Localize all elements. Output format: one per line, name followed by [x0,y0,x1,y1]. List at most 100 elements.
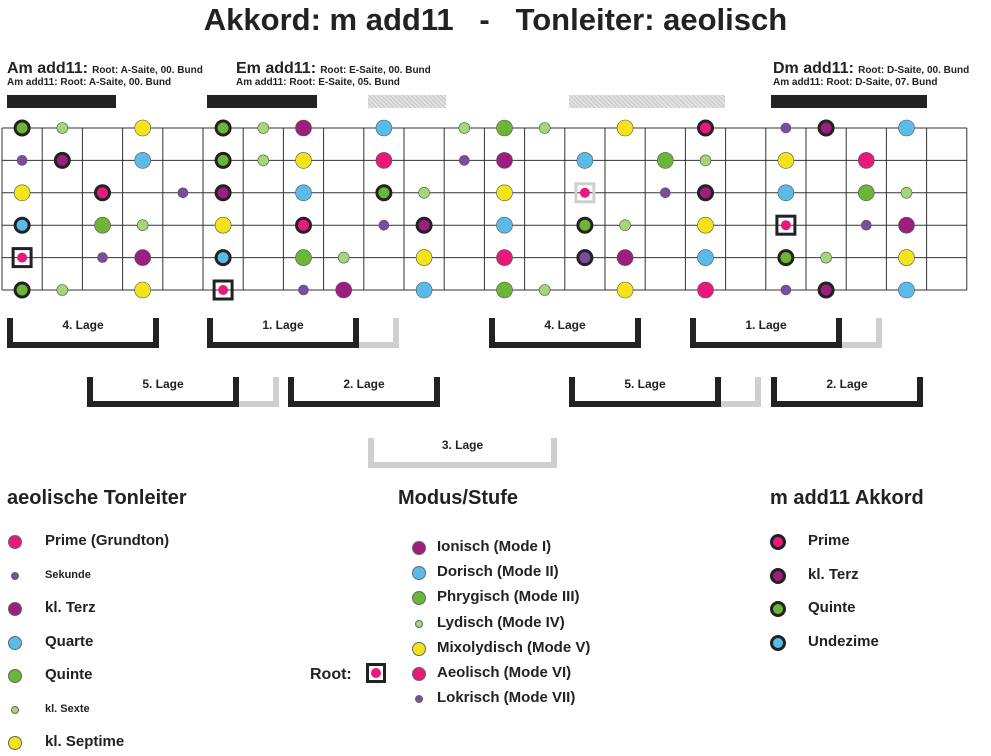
note-dot [898,119,915,137]
note-dot [177,187,189,199]
note-dot [375,152,393,169]
chord-range-bar [207,95,317,108]
position-label: 4. Lage [544,318,586,332]
note-dot [56,122,69,134]
legend-label: Quarte [45,632,94,650]
legend-label: Lydisch (Mode IV) [437,613,565,631]
note-dot [898,281,915,299]
note-dot [17,252,28,263]
position-label: 1. Lage [262,318,304,332]
chord-name: Am add11: [7,60,88,77]
note-dot [16,155,28,166]
chord-tone-dot [697,184,714,202]
note-dot [458,155,470,166]
note-dot [415,281,433,299]
chord-tone-dot [295,216,312,234]
note-dot [898,216,915,234]
chord-tone-dot [415,216,433,234]
note-dot [496,216,513,234]
legend-dot [412,667,426,681]
chord-tone-dot [13,216,31,234]
note-dot [538,122,551,134]
note-dot [295,249,312,266]
chord-name: Dm add11: [773,60,854,77]
note-dot [257,154,270,167]
note-dot [97,252,108,263]
chord-name: Em add11: [236,60,317,77]
legend-label: Prime (Grundton) [45,532,170,549]
legend-label: Prime [808,532,850,549]
chord-range-bar-alt [368,95,446,108]
root-marker-dot [371,668,381,678]
legend-dot [412,566,426,581]
chord-tone-dot [576,249,594,267]
position-label: 1. Lage [745,318,787,332]
legend-label: Mixolydisch (Mode V) [437,638,591,656]
note-dot [257,122,270,134]
chord-tone-dot [817,119,835,137]
legend-dot [11,705,19,714]
chord-tone-dot [214,249,232,267]
note-dot [134,249,151,266]
position-label: 2. Lage [826,377,868,391]
chord-range-bar [771,95,927,108]
note-dot [496,152,513,169]
note-dot [496,184,513,202]
legend-label: Lokrisch (Mode VII) [437,689,576,707]
legend-dot [770,534,786,550]
chord-heading-dm: Dm add11: Root: D-Saite, 00. Bund Am add… [773,60,969,88]
legend-dot [412,591,426,606]
note-dot [576,152,594,169]
position-bracket: 5. Lage [569,377,761,407]
note-dot [616,249,634,266]
chord-root: Root: A-Saite, 00. Bund [92,65,203,76]
root-marker [11,247,33,269]
note-dot [860,219,872,231]
note-dot [218,285,229,295]
position-label: 5. Lage [142,377,184,391]
position-bracket: 3. Lage [368,438,557,468]
note-dot [697,281,714,299]
position-bracket: 2. Lage [771,377,923,407]
note-dot [298,284,309,296]
note-dot [56,284,69,296]
legend-label: kl. Sexte [45,702,90,715]
chord-tone-dot [817,281,835,299]
note-dot [780,122,792,134]
note-dot [699,154,712,167]
note-dot [134,119,151,137]
legend-dot [8,602,22,616]
chord-tone-dot [94,184,111,202]
note-dot [780,220,791,231]
chord-root-alt: Am add11: Root: E-Saite, 05. Bund [236,77,400,88]
chord-tone-dot [576,216,594,234]
position-label: 5. Lage [624,377,666,391]
note-dot [134,152,151,169]
position-bracket: 4. Lage [7,318,159,348]
legend-chord-heading: m add11 Akkord [770,487,924,509]
chord-tone-dot [13,281,31,299]
note-dot [134,281,151,299]
note-dot [659,187,671,199]
position-bracket-ext [721,377,761,407]
legend-label: Sekunde [45,568,91,581]
note-dot [496,281,513,299]
position-bracket-ext [239,377,279,407]
chord-root: Root: E-Saite, 00. Bund [320,65,431,76]
legend-scale-heading: aeolische Tonleiter [7,487,187,509]
root-marker [775,214,797,236]
legend-dot [11,571,19,580]
chord-tone-dot [214,119,232,137]
legend-label: Dorisch (Mode II) [437,563,559,581]
note-dot [579,187,590,198]
note-dot [697,216,714,234]
position-bracket-ext [842,318,882,348]
chord-range-bar-alt [569,95,725,108]
note-dot [415,249,433,266]
chord-tone-dot [697,119,714,137]
legend-label: Phrygisch (Mode III) [437,588,580,606]
legend-dot [415,695,423,704]
note-dot [820,251,832,264]
legend-dot [8,669,22,683]
